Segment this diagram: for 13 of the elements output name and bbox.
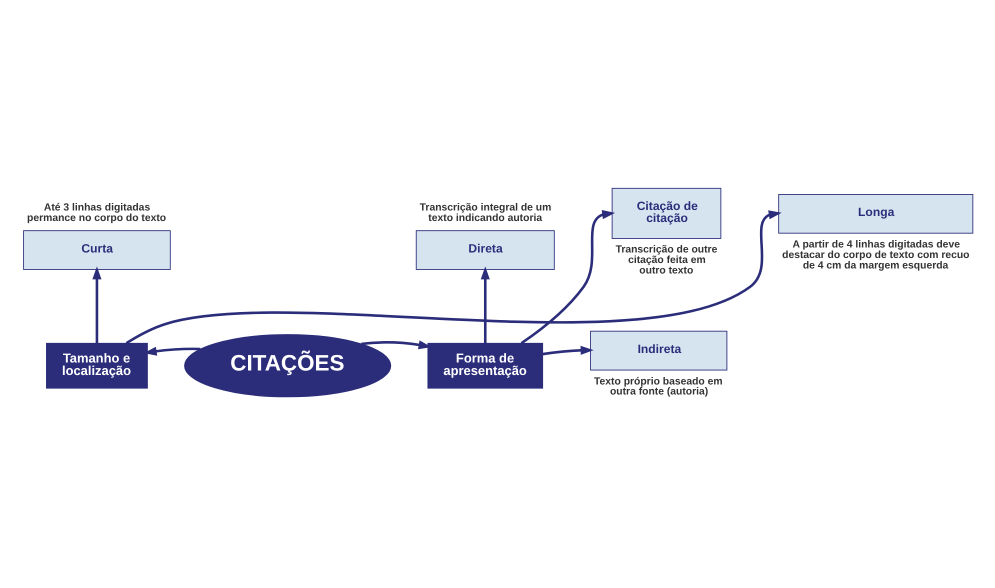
arrow xyxy=(92,266,101,343)
arrow xyxy=(480,266,490,343)
arrow xyxy=(520,210,615,344)
node-ellipse: CITAÇÕES xyxy=(184,334,391,397)
node-box: Forma de apresentação xyxy=(426,342,543,388)
node-label: A partir de 4 linhas digitadas deve destacar do corpo de texto com recuo de 4 cm da margem esquerda xyxy=(782,239,970,271)
node-label: Até 3 linhas digitadas permance no corpo do texto xyxy=(26,202,166,224)
node-label: Texto próprio baseado em outra fonte (autoria) xyxy=(594,376,722,398)
arrow xyxy=(125,210,782,344)
arrow xyxy=(542,345,594,355)
node-label: Transcrição de outre citação feita em outro texto xyxy=(615,244,717,276)
node-box: Tamanho e localização xyxy=(46,342,148,388)
node-label: Transcrição integral de um texto indicando autoria xyxy=(419,202,551,224)
